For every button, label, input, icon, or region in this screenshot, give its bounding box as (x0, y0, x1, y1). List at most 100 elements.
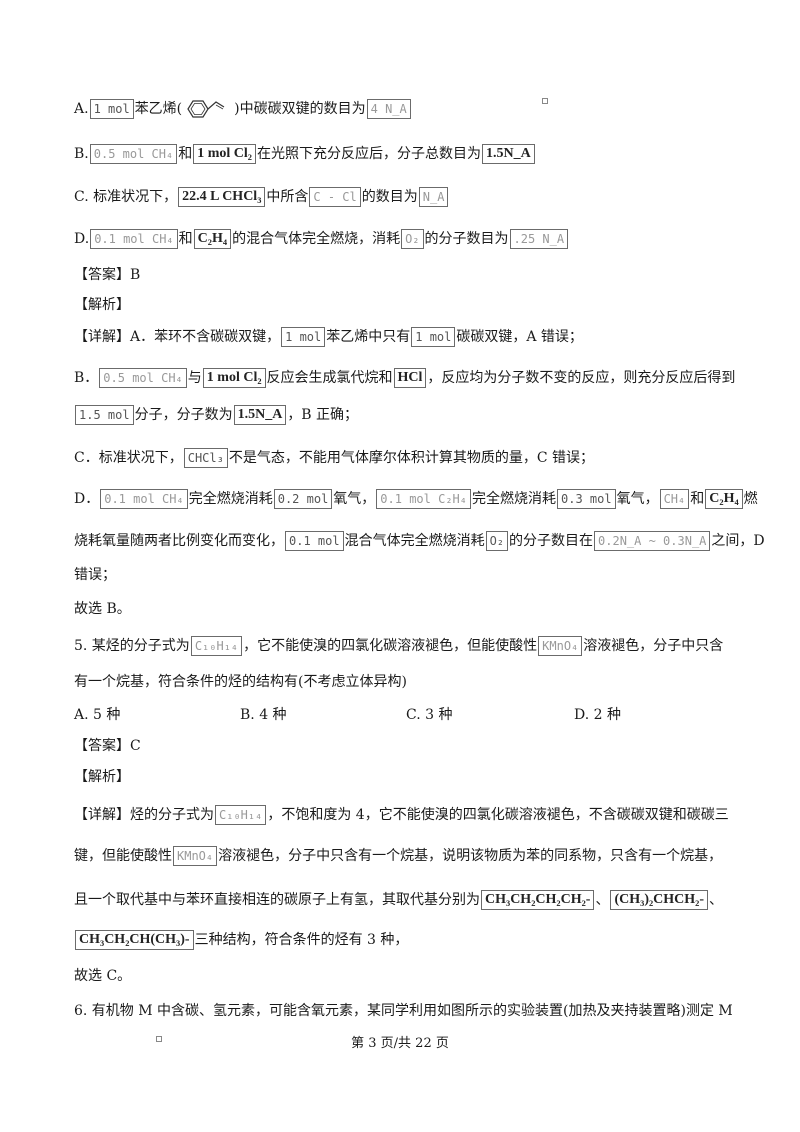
text: 、 (595, 892, 610, 908)
text: ，它不能使溴的四氯化碳溶液褪色，但能使酸性 (243, 638, 538, 654)
q5-stem-2: 有一个烷基，符合条件的烃的结构有(不考虑立体异构) (74, 674, 407, 690)
q5-option-a: A. 5 种 (74, 707, 121, 723)
q5-option-d: D. 2 种 (574, 707, 621, 723)
formula-box: 1 mol (89, 99, 134, 119)
formula-box: C₁₀H₁₄ (215, 805, 267, 825)
text: 烧耗氧量随两者比例变化而变化， (74, 533, 284, 549)
formula-box: N_A (418, 187, 449, 207)
text: ，B 正确； (287, 407, 359, 423)
text: 之间，D (711, 533, 765, 549)
formula-box: 1 mol Cl₂ (202, 368, 266, 388)
formula-box: 0.5 mol CH₄ (99, 368, 187, 388)
formula-box: HCl (393, 368, 427, 388)
q4-detail-7: 错误； (74, 567, 116, 583)
formula-box: KMnO₄ (538, 636, 583, 656)
formula-box: 4 N_A (366, 99, 411, 119)
formula-box: 22.4 L CHCl₃ (178, 187, 266, 207)
q4-b-prefix: B. (74, 146, 89, 162)
formula-box: 0.1 mol C₂H₄ (376, 489, 471, 509)
text: 且一个取代基中与苯环直接相连的碳原子上有氢，其取代基分别为 (74, 892, 480, 908)
formula-box: 0.2 mol (273, 489, 333, 509)
q5-analysis-label: 【解析】 (74, 769, 130, 785)
page-footer: 第 3 页/共 22 页 (351, 1036, 449, 1051)
text: 氧气， (333, 491, 376, 507)
text: )中碳碳双键的数目为 (234, 101, 366, 117)
text: 和 (690, 491, 705, 507)
formula-box: C - Cl (309, 187, 361, 207)
formula-box: 1.5 mol (75, 405, 134, 425)
q4-d-prefix: D. (74, 231, 90, 247)
formula-box: CH₃CH₂CH₂CH₂- (481, 890, 595, 910)
q5-option-b: B. 4 种 (240, 707, 287, 723)
formula-box: 0.1 mol CH₄ (90, 229, 178, 249)
formula-box: CH₃CH₂CH(CH₃)- (75, 930, 194, 950)
q5-detail-4: CH₃CH₂CH(CH₃)-三种结构，符合条件的烃有 3 种， (74, 930, 408, 950)
page-mark-bottom (156, 1036, 162, 1042)
text: 的混合气体完全燃烧，消耗 (232, 231, 401, 247)
text: 三种结构，符合条件的烃有 3 种， (194, 932, 409, 948)
formula-box: C₂H₄ (193, 229, 232, 249)
text: 溶液褪色，分子中只含 (583, 638, 724, 654)
q4-a-prefix: A. (74, 101, 89, 117)
text: 混合气体完全燃烧消耗 (344, 533, 485, 549)
formula-box: 0.2N_A ~ 0.3N_A (594, 531, 711, 551)
formula-box: O₂ (401, 229, 424, 249)
text: 燃 (743, 491, 758, 507)
text: 的分子数目为 (424, 231, 509, 247)
page-mark-top (542, 98, 548, 104)
text: 键，但能使酸性 (74, 848, 172, 864)
formula-box: 0.1 mol (285, 531, 344, 551)
q5-choose: 故选 C。 (74, 968, 132, 984)
text: 中所含 (266, 189, 309, 205)
text: ，不饱和度为 4，它不能使溴的四氯化碳溶液褪色，不含碳碳双键和碳碳三 (267, 807, 729, 823)
formula-box: KMnO₄ (173, 846, 218, 866)
formula-box: 1.5N_A (481, 144, 535, 164)
text: ，反应均为分子数不变的反应，则充分反应后得到 (427, 370, 736, 386)
text: 在光照下充分反应后，分子总数目为 (256, 146, 481, 162)
q5-option-c: C. 3 种 (406, 707, 453, 723)
text: 完全燃烧消耗 (188, 491, 273, 507)
q6-stem-1: 6. 有机物 M 中含碳、氢元素，可能含氧元素，某同学利用如图所示的实验装置(加… (74, 1003, 733, 1019)
formula-box: 0.3 mol (557, 489, 616, 509)
q4-analysis-label: 【解析】 (74, 297, 130, 313)
text: 完全燃烧消耗 (472, 491, 556, 507)
formula-box: CH₄ (659, 489, 690, 509)
text: 【详解】烃的分子式为 (74, 807, 214, 823)
text: 分子，分子数为 (134, 407, 233, 423)
text: 和 (178, 231, 193, 247)
text: 5. 某烃的分子式为 (74, 638, 190, 654)
formula-box: CHCl₃ (183, 448, 228, 468)
formula-box: C₂H₄ (705, 489, 743, 509)
formula-box: O₂ (485, 531, 509, 551)
formula-box: 0.5 mol CH₄ (89, 144, 178, 164)
text: 反应会生成氯代烷和 (266, 370, 393, 386)
q4-answer: 【答案】B (74, 267, 141, 283)
text: 【详解】A．苯环不含碳碳双键， (74, 329, 281, 345)
text: B． (74, 370, 99, 386)
text: 不是气态，不能用气体摩尔体积计算其物质的量，C 错误； (228, 450, 595, 466)
text: 氧气， (616, 491, 659, 507)
text: 、 (709, 892, 724, 908)
text: 的数目为 (361, 189, 418, 205)
text: 与 (187, 370, 202, 386)
text: 苯乙烯中只有 (326, 329, 411, 345)
text: 碳碳双键，A 错误； (456, 329, 583, 345)
text: 和 (178, 146, 193, 162)
q5-options: A. 5 种 B. 4 种 C. 3 种 D. 2 种 (74, 705, 621, 725)
text: C．标准状况下， (74, 450, 183, 466)
formula-box: .25 N_A (509, 229, 569, 249)
formula-box: 0.1 mol CH₄ (100, 489, 188, 509)
